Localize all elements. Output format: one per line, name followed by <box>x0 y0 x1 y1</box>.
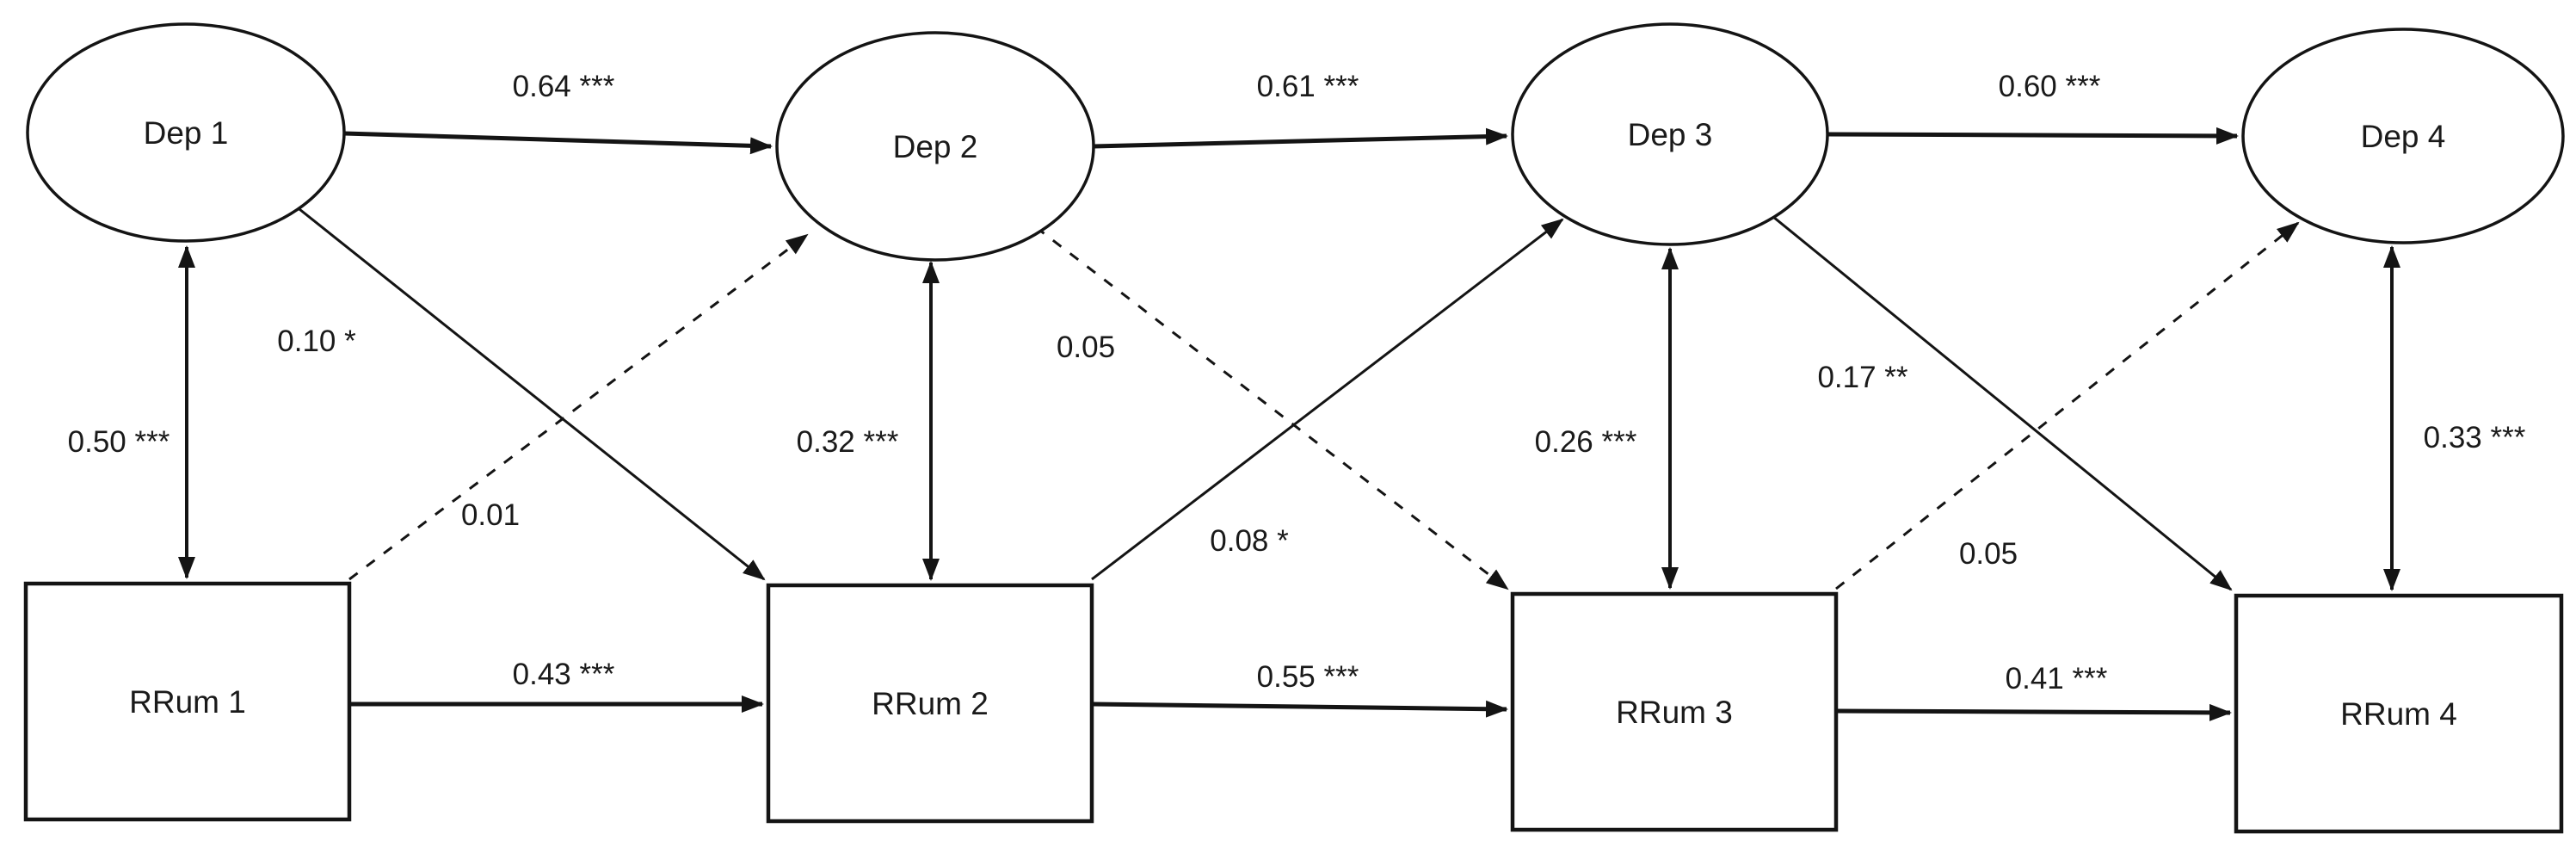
dep4-ellipse <box>2241 28 2565 244</box>
edge-dep2-dep3-arrow <box>1093 127 1508 149</box>
edge-rrum3-rrum4-coefficient-label: 0.41 *** <box>2006 662 2108 695</box>
edge-rrum2-dep3-coefficient-label: 0.08 * <box>1210 524 1289 558</box>
edge-rrum3-dep4-coefficient-label: 0.05 <box>1959 537 2018 571</box>
edges-layer <box>178 127 2400 721</box>
nodes-layer: Dep 1 Dep 2 Dep 3 Dep 4 RRum 1 RRum 2 RRum 3 RR… <box>23 22 2565 834</box>
edge-rrum3-rrum4-arrow <box>1835 703 2232 721</box>
rrum4-rectangle <box>2234 593 2564 834</box>
edge-rrum1-dep2-coefficient-label: 0.01 <box>461 498 520 532</box>
node-rrum4: RRum 4 <box>2234 593 2564 834</box>
node-rrum2: RRum 2 <box>766 583 1094 824</box>
edge-rrum2-dep3-arrow <box>1091 218 1564 581</box>
dep3-label: Dep 3 <box>1628 117 1713 152</box>
dep1-label: Dep 1 <box>144 115 229 151</box>
dep1-ellipse <box>26 22 346 243</box>
edge-dep3-rrum3-coefficient-label: 0.26 *** <box>1535 425 1637 459</box>
edge-dep1-dep2-coefficient-label: 0.64 *** <box>513 70 615 103</box>
rrum4-label: RRum 4 <box>2340 696 2457 732</box>
node-dep2: Dep 2 <box>775 31 1095 262</box>
edge-rrum3-dep4-dashed-arrow <box>1835 221 2300 590</box>
edge-labels-layer: 0.64 *** 0.61 *** 0.60 *** 0.43 *** 0.55 ***… <box>68 70 2526 695</box>
edge-dep4-rrum4-coefficient-label: 0.33 *** <box>2424 421 2526 454</box>
edge-dep2-dep3-coefficient-label: 0.61 *** <box>1257 70 1359 103</box>
edge-dep3-rrum4-arrow <box>1772 215 2233 591</box>
edge-dep3-dep4-coefficient-label: 0.60 *** <box>1999 70 2101 103</box>
rrum3-rectangle <box>1510 591 1839 832</box>
edge-dep2-rrum2-coefficient-label: 0.32 *** <box>797 425 899 459</box>
node-dep3: Dep 3 <box>1511 22 1829 246</box>
edge-rrum2-rrum3-coefficient-label: 0.55 *** <box>1257 660 1359 694</box>
edge-dep1-rrum1-coefficient-label: 0.50 *** <box>68 425 170 459</box>
node-dep1: Dep 1 <box>26 22 346 243</box>
edge-dep2-rrum3-coefficient-label: 0.05 <box>1057 331 1115 364</box>
dep4-label: Dep 4 <box>2361 119 2446 154</box>
dep2-ellipse <box>775 31 1095 262</box>
edge-rrum1-rrum2-coefficient-label: 0.43 *** <box>513 658 615 691</box>
edge-dep2-rrum3-dashed-arrow <box>1035 226 1509 590</box>
dep3-ellipse <box>1511 22 1829 246</box>
edge-rrum1-dep2-dashed-arrow <box>348 233 809 581</box>
rrum1-label: RRum 1 <box>129 684 246 720</box>
rrum1-rectangle <box>23 581 352 822</box>
rrum2-rectangle <box>766 583 1094 824</box>
edge-dep3-rrum4-coefficient-label: 0.17 ** <box>1817 361 1907 394</box>
rrum3-label: RRum 3 <box>1616 695 1733 730</box>
edge-rrum2-rrum3-arrow <box>1091 700 1508 718</box>
node-dep4: Dep 4 <box>2241 28 2565 244</box>
edge-dep3-dep4-arrow <box>1827 127 2239 145</box>
edge-dep1-rrum2-arrow <box>299 207 766 581</box>
dep2-label: Dep 2 <box>893 129 978 164</box>
edge-dep1-dep2-arrow <box>343 131 773 155</box>
node-rrum1: RRum 1 <box>23 581 352 822</box>
rrum2-label: RRum 2 <box>872 686 989 721</box>
node-rrum3: RRum 3 <box>1510 591 1839 832</box>
edge-dep1-rrum2-coefficient-label: 0.10 * <box>277 325 356 358</box>
